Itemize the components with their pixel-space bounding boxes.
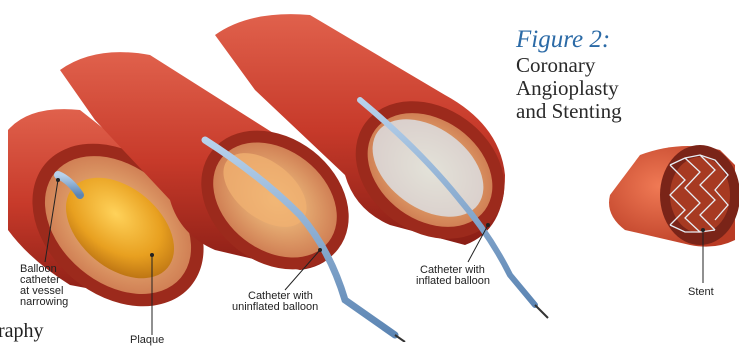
figure-caption: Figure 2: Coronary Angioplasty and Stent… [516, 26, 731, 123]
partial-cut-text: raphy [0, 320, 44, 343]
figure-number: Figure 2: [516, 26, 731, 54]
inflated-label-line-2: inflated balloon [416, 276, 490, 287]
figure-title-line-2: Angioplasty [516, 77, 731, 100]
figure-title-line-1: Coronary [516, 54, 731, 77]
inflated-dot [486, 223, 490, 227]
stent-dot [701, 228, 705, 232]
uninflated-label-line-2: uninflated balloon [232, 302, 318, 313]
plaque-label: Plaque [130, 335, 164, 346]
uninflated-dot [318, 248, 322, 252]
balloon-catheter-label-line-4: narrowing [20, 297, 68, 308]
balloon-catheter-dot [56, 178, 60, 182]
stent-label: Stent [688, 287, 714, 298]
plaque-dot [150, 253, 154, 257]
stent-vessel [609, 145, 739, 247]
uninflated-label: Catheter with uninflated balloon [232, 291, 318, 313]
balloon-catheter-label: Balloon catheter at vessel narrowing [20, 264, 68, 308]
inflated-label: Catheter with inflated balloon [416, 265, 490, 287]
figure-title-line-3: and Stenting [516, 100, 731, 123]
